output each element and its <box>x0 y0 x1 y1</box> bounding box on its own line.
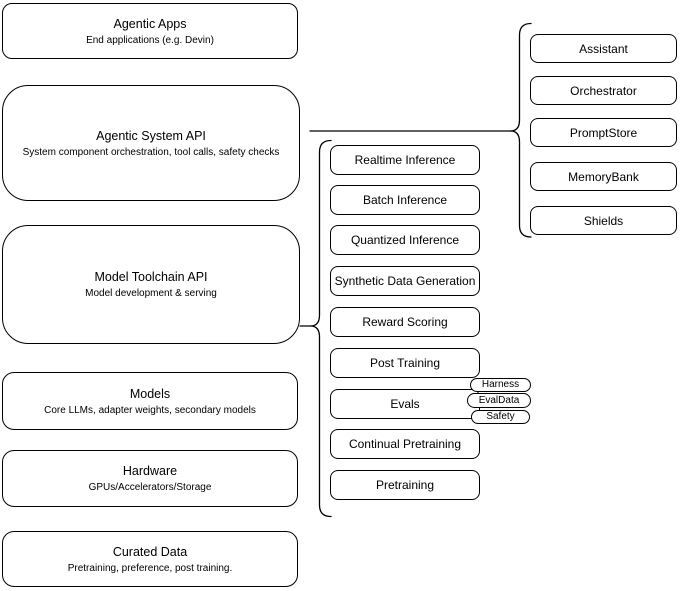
services-group-brace-icon <box>509 22 532 238</box>
node-synthetic-data-generation: Synthetic Data Generation <box>330 266 480 296</box>
node-promptstore: PromptStore <box>530 118 677 147</box>
node-quantized-inference: Quantized Inference <box>330 225 480 255</box>
models-subtitle: Core LLMs, adapter weights, secondary mo… <box>44 404 256 416</box>
model-toolchain-api-subtitle: Model development & serving <box>85 288 217 299</box>
agentic-system-api-title: Agentic System API <box>96 128 206 143</box>
node-post-training: Post Training <box>330 348 480 378</box>
agentic-system-api-subtitle: System component orchestration, tool cal… <box>22 146 280 158</box>
models-title: Models <box>129 386 171 401</box>
node-orchestrator: Orchestrator <box>530 76 677 105</box>
tag-harness: Harness <box>470 378 531 392</box>
tag-safety: Safety <box>471 410 530 424</box>
node-realtime-inference: Realtime Inference <box>330 145 480 175</box>
node-continual-pretraining: Continual Pretraining <box>330 429 480 459</box>
agentic-apps-title: Agentic Apps <box>113 16 187 31</box>
tag-evaldata: EvalData <box>467 393 531 408</box>
agentic-apps-subtitle: End applications (e.g. Devin) <box>86 34 214 46</box>
curated-data-title: Curated Data <box>112 544 188 559</box>
box-model-toolchain-api: Model Toolchain API Model development & … <box>2 225 300 344</box>
box-hardware: Hardware GPUs/Accelerators/Storage <box>2 450 298 507</box>
node-evals: Evals <box>330 389 480 419</box>
node-reward-scoring: Reward Scoring <box>330 307 480 337</box>
node-shields: Shields <box>530 206 677 235</box>
node-batch-inference: Batch Inference <box>330 185 480 215</box>
hardware-subtitle: GPUs/Accelerators/Storage <box>88 482 212 493</box>
hardware-title: Hardware <box>122 464 178 478</box>
model-toolchain-api-title: Model Toolchain API <box>94 270 208 284</box>
box-models: Models Core LLMs, adapter weights, secon… <box>2 372 298 430</box>
node-memorybank: MemoryBank <box>530 162 677 191</box>
box-agentic-apps: Agentic Apps End applications (e.g. Devi… <box>2 3 298 59</box>
node-assistant: Assistant <box>530 34 677 63</box>
box-curated-data: Curated Data Pretraining, preference, po… <box>2 531 298 587</box>
curated-data-subtitle: Pretraining, preference, post training. <box>67 562 233 574</box>
box-agentic-system-api: Agentic System API System component orch… <box>2 85 300 201</box>
node-pretraining: Pretraining <box>330 470 480 500</box>
toolchain-group-brace-icon <box>309 139 332 518</box>
